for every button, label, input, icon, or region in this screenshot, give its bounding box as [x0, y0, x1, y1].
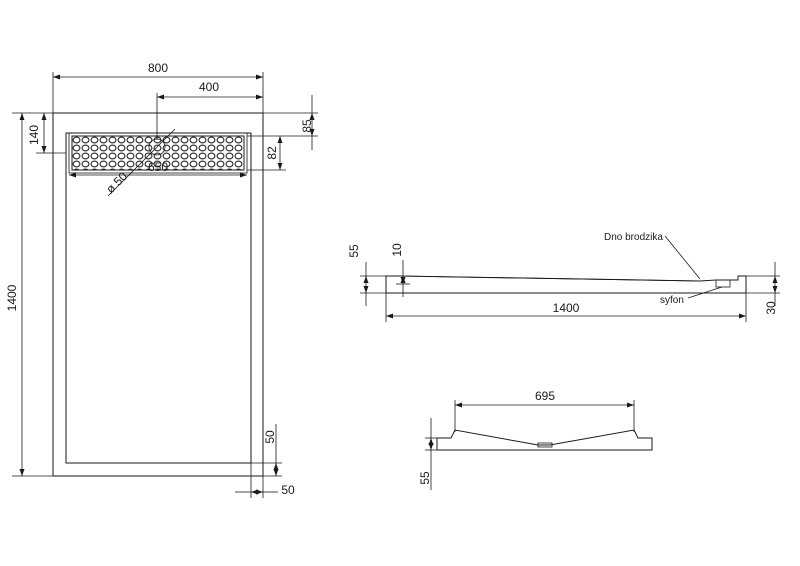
label-siphon: syfon: [660, 295, 684, 306]
side-view: 55 10 1400 30 Dno brodzika syfon: [347, 232, 780, 322]
dim-side-length-1400: 1400: [553, 301, 580, 315]
tray-outline: [52, 112, 264, 477]
dim-grate-width-82: 82: [265, 146, 279, 160]
dim-border-50-horizontal: 50: [281, 483, 295, 497]
dim-grate-650: 650: [148, 160, 168, 174]
dim-drain-offset-400: 400: [199, 80, 219, 94]
label-tray-bottom: Dno brodzika: [604, 232, 663, 243]
dim-length-1400: 1400: [5, 284, 19, 311]
dim-border-50-vertical: 50: [263, 430, 277, 444]
dim-drain-edge-140: 140: [27, 125, 41, 145]
basin-outline: [65, 132, 252, 464]
drain-hole: [148, 138, 166, 156]
dim-85: 85: [300, 119, 314, 133]
dim-width-800: 800: [148, 61, 168, 75]
dim-rim-10: 10: [390, 243, 404, 257]
dim-front-height-55: 55: [418, 471, 432, 485]
front-view: 695 55: [418, 389, 653, 490]
dim-siphon-30: 30: [764, 301, 778, 315]
siphon-block: [715, 279, 731, 288]
drain-grate: [71, 135, 245, 171]
top-view: 800 400 1400 140 85 82 650 ø 50: [5, 61, 318, 498]
dim-inner-width-695: 695: [535, 389, 555, 403]
dim-total-height-55: 55: [347, 244, 361, 258]
front-drain: [537, 442, 553, 448]
